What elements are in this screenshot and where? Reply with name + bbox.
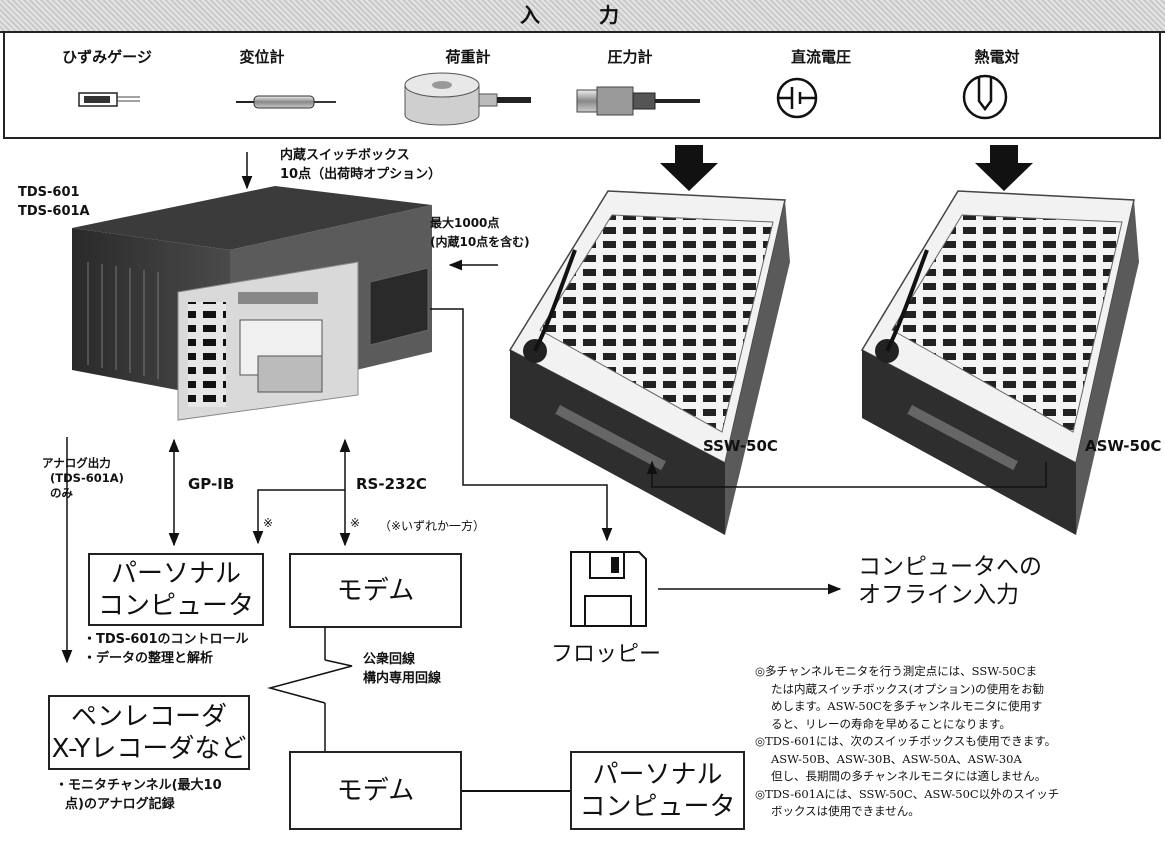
either-mark-pc: ※ — [263, 516, 274, 530]
either-note: （※いずれか一方） — [379, 519, 486, 533]
note-line: ◎TDS-601には、次のスイッチボックスも使用できます。 — [755, 734, 1057, 748]
either-mark-modem: ※ — [350, 516, 361, 530]
load-cell-icon — [404, 72, 531, 126]
note-line: めします。ASW-50Cを多チャンネルモニタに使用す — [771, 699, 1043, 713]
rs232c-label: RS-232C — [356, 475, 427, 493]
note-line: ASW-50B、ASW-30B、ASW-50A、ASW-30A — [771, 751, 1022, 766]
floppy-disk-icon — [570, 551, 647, 627]
note-line: たは内蔵スイッチボックス(オプション)の使用をお勧 — [771, 681, 1045, 696]
input-arrow-ssw — [660, 145, 718, 191]
gpib-label: GP-IB — [188, 475, 235, 493]
input-banner-title: 入 力 — [520, 3, 645, 27]
rs232c-branch-arrow — [252, 489, 345, 545]
offline-input-label: コンピュータへの オフライン入力 — [858, 554, 1042, 608]
recorder-box: ペンレコーダ X-Yレコーダなど — [48, 695, 250, 770]
unit-to-floppy-line — [430, 308, 613, 542]
sensor-label-dc-voltage: 直流電圧 — [790, 48, 851, 66]
remote-pc-box: パーソナル コンピュータ — [570, 751, 745, 830]
recorder-note: ・モニタチャンネル(最大10 点)のアナログ記録 — [55, 778, 222, 812]
asw50c-label: ASW-50C — [1085, 437, 1162, 455]
dc-voltage-icon — [776, 77, 818, 119]
ssw50c-switchbox-illustration — [508, 190, 790, 535]
input-banner — [0, 0, 1165, 33]
input-frame — [3, 31, 1161, 139]
pc-functions-list: ・TDS-601のコントロール ・データの整理と解析 — [83, 632, 249, 666]
note-line: ると、リレーの寿命を早めることになります。 — [771, 716, 1011, 731]
input-arrow-asw — [975, 145, 1033, 191]
sensor-label-strain-gauge: ひずみゲージ — [62, 48, 152, 66]
modem-bottom-box: モデム — [289, 751, 462, 830]
modem-top-box: モデム — [289, 553, 462, 628]
analog-output-label: アナログ出力 (TDS-601A) のみ — [42, 456, 124, 500]
tds601-unit-illustration — [72, 186, 432, 421]
sensor-label-load-cell: 荷重計 — [445, 48, 491, 66]
line-type-label: 公衆回線 構内専用回線 — [363, 652, 442, 686]
note-line: 但し、長期間の多チャンネルモニタには適しません。 — [771, 769, 1047, 783]
main-unit-model-label: TDS-601 TDS-601A — [18, 185, 90, 219]
pressure-sensor-icon — [576, 86, 700, 116]
strain-gauge-icon — [78, 92, 140, 107]
asw50c-switchbox-illustration — [860, 190, 1139, 535]
sensor-label-displacement: 変位計 — [239, 48, 285, 66]
note-line: ◎多チャンネルモニタを行う測定点には、SSW-50Cま — [755, 664, 1038, 678]
floppy-label: フロッピー — [551, 642, 662, 667]
builtin-switchbox-label: 内蔵スイッチボックス 10点（出荷時オプション） — [280, 148, 442, 182]
personal-computer-box: パーソナル コンピュータ — [88, 553, 264, 626]
sensor-label-pressure: 圧力計 — [607, 48, 653, 66]
thermocouple-icon — [962, 74, 1008, 120]
notes-block: ◎多チャンネルモニタを行う測定点には、SSW-50Cま たは内蔵スイッチボックス… — [755, 663, 1163, 821]
ssw50c-label: SSW-50C — [703, 437, 778, 455]
switchbox-link-arrow — [646, 460, 1047, 488]
note-line: ボックスは使用できません。 — [771, 804, 920, 818]
lightning-icon — [267, 659, 353, 704]
note-line: ◎TDS-601Aには、SSW-50C、ASW-50C以外のスイッチ — [755, 786, 1060, 801]
sensor-label-thermocouple: 熱電対 — [974, 48, 1020, 66]
max-points-label: 最大1000点 (内蔵10点を含む) — [430, 216, 530, 249]
displacement-sensor-icon — [236, 95, 336, 109]
